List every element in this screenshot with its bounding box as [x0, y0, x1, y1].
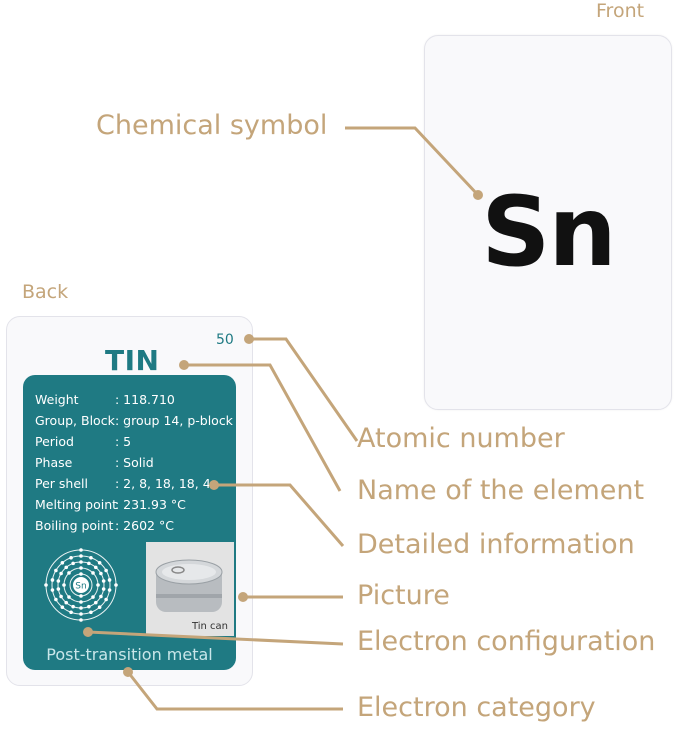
- electron-dot: [93, 565, 98, 570]
- electron-dot: [89, 555, 93, 560]
- callout-picture: Picture: [357, 580, 450, 611]
- electron-dot: [79, 594, 83, 598]
- info-row-phase: Phase: Solid: [35, 455, 154, 470]
- leader-electron-category: [126, 671, 343, 711]
- electron-dot: [97, 560, 102, 565]
- electron-dot: [62, 583, 66, 587]
- svg-text:Sn: Sn: [75, 582, 86, 592]
- back-label: Back: [22, 281, 69, 303]
- info-row-boiling-point: Boiling point: 2602 °C: [35, 518, 174, 533]
- tin-can-picture: Tin can: [146, 542, 234, 636]
- electron-dot: [104, 597, 108, 602]
- electron-dot: [54, 597, 58, 602]
- electron-dot: [79, 548, 83, 552]
- electron-dot: [64, 565, 69, 570]
- electron-dot: [79, 572, 83, 576]
- electron-dot: [71, 604, 75, 609]
- electron-dot: [44, 583, 48, 587]
- electron-dot: [79, 566, 83, 570]
- electron-dot: [50, 578, 55, 582]
- electron-dot: [101, 587, 106, 591]
- leader-detailed-info: [214, 483, 345, 547]
- picture-caption: Tin can: [191, 621, 228, 632]
- leader-chemical-symbol: [345, 126, 480, 197]
- electron-dot: [79, 612, 83, 616]
- callout-chemical-symbol: Chemical symbol: [96, 110, 328, 141]
- electron-dot: [64, 600, 69, 605]
- electron-dot: [87, 561, 91, 566]
- electron-dot: [107, 578, 112, 582]
- electron-dot: [60, 605, 65, 610]
- electron-dot: [67, 571, 71, 575]
- leader-name: [184, 363, 342, 492]
- leader-electron-configuration: [87, 630, 344, 646]
- electron-dot: [79, 600, 83, 604]
- info-row-period: Period: 5: [35, 434, 132, 449]
- front-card: Sn: [424, 35, 672, 410]
- electron-dot: [99, 571, 103, 576]
- electron-dot: [56, 579, 61, 583]
- front-label: Front: [596, 0, 645, 22]
- callout-name: Name of the element: [357, 475, 645, 506]
- electron-dot: [114, 583, 118, 587]
- leader-atomic-number: [249, 337, 359, 442]
- electron-dot: [96, 583, 100, 587]
- electron-dot: [59, 571, 63, 576]
- callout-detailed-info: Detailed information: [357, 529, 635, 560]
- electron-dot: [79, 554, 83, 558]
- tin-can-image: [155, 559, 223, 612]
- info-row-weight: Weight: 118.710: [35, 392, 175, 407]
- info-row-melting-point: Melting point: 231.93 °C: [35, 497, 186, 512]
- callout-atomic-number: Atomic number: [357, 423, 565, 454]
- electron-dot: [91, 571, 95, 575]
- electron-dot: [56, 587, 61, 591]
- electron-dot: [71, 561, 75, 566]
- electron-dot: [79, 560, 83, 564]
- electron-dot: [50, 588, 55, 592]
- electron-dot: [87, 604, 91, 609]
- electron-dot: [99, 594, 103, 599]
- electron-dot: [54, 568, 58, 573]
- electron-dot: [79, 606, 83, 610]
- callout-electron-category: Electron category: [357, 692, 596, 723]
- electron-dot: [89, 610, 93, 615]
- electron-dot: [67, 595, 71, 599]
- electron-dot: [93, 600, 98, 605]
- details-panel: Weight: 118.710 Group, Block: group 14, …: [23, 375, 236, 670]
- electron-dot: [79, 618, 83, 622]
- electron-dot: [104, 568, 108, 573]
- electron-dot: [60, 560, 65, 565]
- electron-dot: [69, 555, 73, 560]
- element-category: Post-transition metal: [46, 645, 213, 664]
- electron-dot: [97, 605, 102, 610]
- electron-dot: [107, 588, 112, 592]
- electron-shell-icon: Sn: [44, 548, 118, 622]
- callout-electron-configuration: Electron configuration: [357, 626, 656, 657]
- electron-dot: [59, 594, 63, 599]
- electron-dot: [91, 595, 95, 599]
- element-name: TIN: [105, 344, 160, 377]
- atomic-number: 50: [216, 332, 234, 348]
- info-row-per-shell: Per shell: 2, 8, 18, 18, 4: [35, 476, 211, 491]
- chemical-symbol: Sn: [481, 176, 616, 288]
- electron-dot: [101, 579, 106, 583]
- electron-dot: [69, 610, 73, 615]
- info-row-group-block: Group, Block: group 14, p-block: [35, 413, 233, 428]
